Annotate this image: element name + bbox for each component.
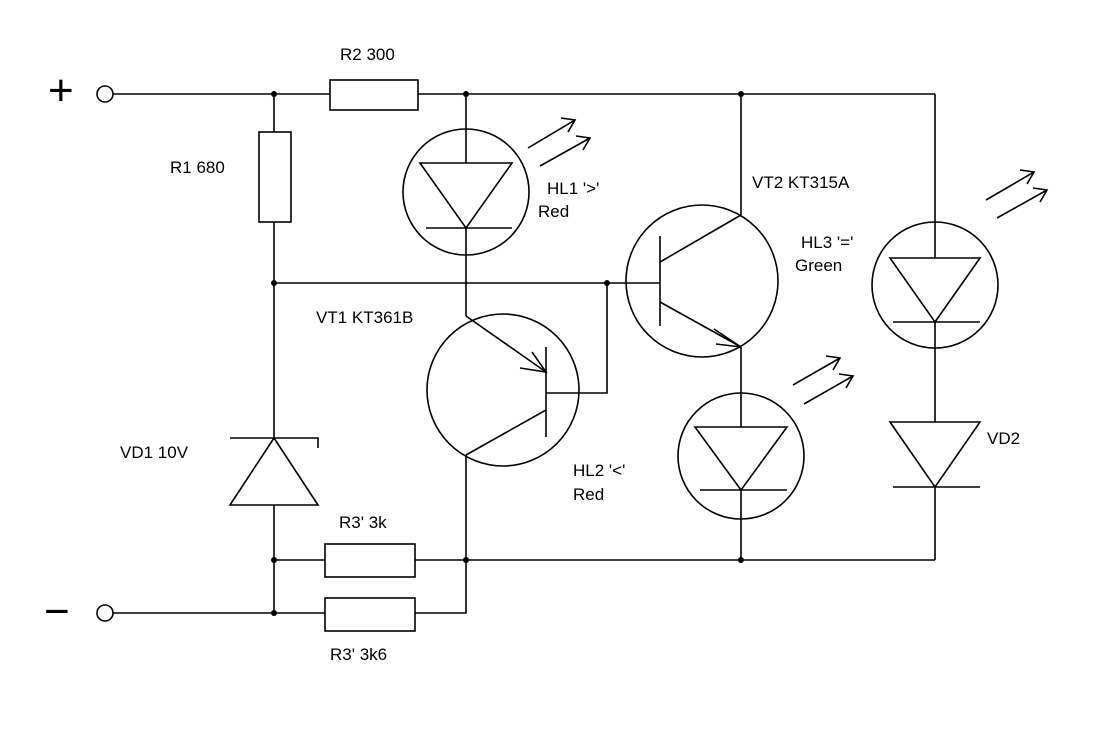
zener-diode-vd1: VD1 10V	[120, 436, 320, 506]
label-vt1: VT1 KT361B	[316, 308, 413, 327]
minus-sign: −	[44, 587, 70, 636]
plus-sign: +	[48, 66, 74, 115]
transistor-vt2: VT2 KT315A	[625, 173, 850, 358]
junction-dots	[271, 91, 744, 616]
led-hl2: HL2 '<' Red	[573, 355, 855, 520]
led-hl3: HL3 '=' Green	[795, 169, 1049, 349]
wires	[113, 93, 936, 614]
led-hl1: HL1 '>' Red	[402, 117, 599, 256]
resistor-r1: R1 680	[170, 131, 292, 223]
label-hl1-name: HL1 '>'	[547, 179, 599, 198]
label-hl3-name: HL3 '='	[801, 233, 853, 252]
resistor-r2: R2 300	[329, 45, 419, 111]
diode-vd2: VD2	[888, 421, 1020, 489]
resistor-r3-3k6: R3' 3k6	[324, 597, 416, 664]
label-hl3-color: Green	[795, 256, 842, 275]
label-r3b: R3' 3k6	[330, 645, 387, 664]
label-hl2-color: Red	[573, 485, 604, 504]
label-r1: R1 680	[170, 158, 225, 177]
label-vd1: VD1 10V	[120, 443, 189, 462]
plus-terminal: +	[48, 66, 114, 115]
label-r3a: R3' 3k	[339, 513, 387, 532]
label-vd2: VD2	[987, 429, 1020, 448]
label-vt2: VT2 KT315A	[752, 173, 850, 192]
label-hl1-color: Red	[538, 202, 569, 221]
resistor-r3-3k: R3' 3k	[324, 513, 416, 578]
transistor-vt1: VT1 KT361B	[316, 308, 580, 467]
minus-terminal: −	[44, 587, 114, 636]
label-r2: R2 300	[340, 45, 395, 64]
label-hl2-name: HL2 '<'	[573, 461, 625, 480]
